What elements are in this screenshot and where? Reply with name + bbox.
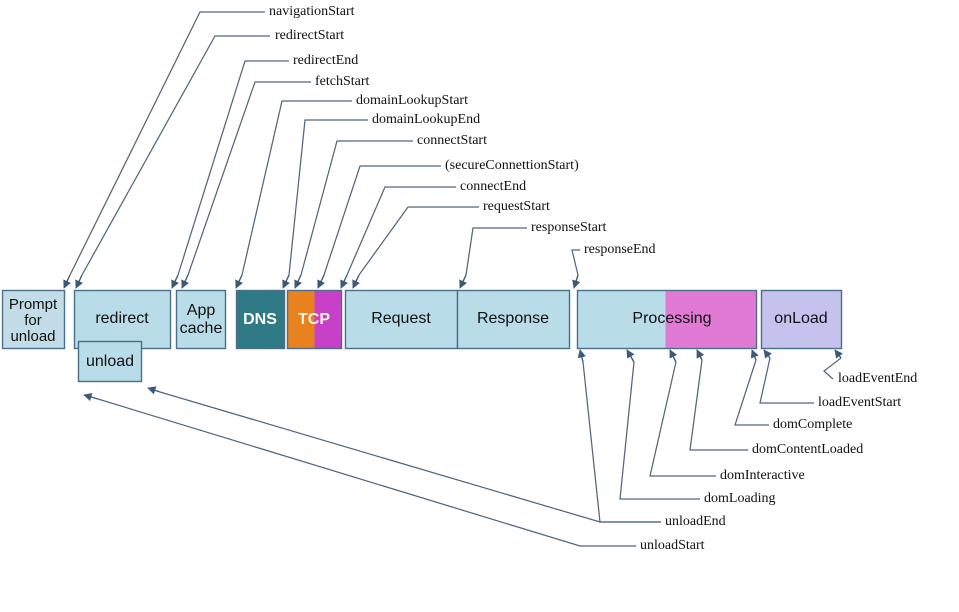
event-label-loadEventStart: loadEventStart xyxy=(818,395,901,410)
event-label-domInteractive: domInteractive xyxy=(720,468,805,483)
phase-tcp-label: TCP xyxy=(298,311,330,328)
event-label-responseStart: responseStart xyxy=(531,220,607,235)
phase-redirect[interactable]: redirect xyxy=(73,289,172,350)
phase-request-label: Request xyxy=(371,310,431,327)
phase-prompt-for-unload-line2: for xyxy=(24,312,42,329)
phase-unload[interactable]: unload xyxy=(77,340,143,383)
event-label-unloadEnd: unloadEnd xyxy=(665,514,726,529)
phase-onload-label: onLoad xyxy=(774,310,827,327)
phase-redirect-label: redirect xyxy=(95,310,149,327)
event-label-requestStart: requestStart xyxy=(483,199,550,214)
event-label-domainLookupStart: domainLookupStart xyxy=(356,93,468,108)
phase-dns[interactable]: DNS xyxy=(235,289,286,350)
phase-tcp[interactable]: TCP xyxy=(286,289,343,350)
event-label-redirectStart: redirectStart xyxy=(275,28,344,43)
phase-prompt-for-unload-line1: Prompt xyxy=(9,296,58,313)
phase-app-cache-line1: App xyxy=(187,302,216,319)
event-label-connectEnd: connectEnd xyxy=(460,179,526,194)
timeline-bar: Prompt for unload redirect unload App ca… xyxy=(1,289,843,383)
event-label-navigationStart: navigationStart xyxy=(269,4,355,19)
phase-response-label: Response xyxy=(477,310,549,327)
phase-prompt-for-unload[interactable]: Prompt for unload xyxy=(1,289,66,350)
phase-app-cache[interactable]: App cache xyxy=(175,289,227,350)
event-label-responseEnd: responseEnd xyxy=(584,242,656,257)
phase-request[interactable]: Request xyxy=(344,289,459,350)
phase-response[interactable]: Response xyxy=(456,289,571,350)
phase-dns-label: DNS xyxy=(243,311,277,328)
event-label-connectStart: connectStart xyxy=(417,133,487,148)
event-label-domainLookupEnd: domainLookupEnd xyxy=(372,112,480,127)
bottom-event-connectors xyxy=(83,349,843,547)
phase-onload[interactable]: onLoad xyxy=(760,289,843,350)
event-label-domContentLoaded: domContentLoaded xyxy=(752,442,863,457)
top-event-connectors xyxy=(63,11,581,289)
phase-app-cache-line2: cache xyxy=(180,320,223,337)
event-label-loadEventEnd: loadEventEnd xyxy=(838,371,917,386)
event-label-secureConnettionStart: (secureConnettionStart) xyxy=(445,158,579,173)
event-label-redirectEnd: redirectEnd xyxy=(293,53,358,68)
top-event-labels: navigationStart redirectStart redirectEn… xyxy=(269,4,656,257)
event-label-unloadStart: unloadStart xyxy=(640,538,705,553)
phase-prompt-for-unload-line3: unload xyxy=(10,328,55,345)
phase-processing[interactable]: Processing xyxy=(576,289,758,350)
phase-unload-label: unload xyxy=(86,353,134,370)
event-label-domComplete: domComplete xyxy=(773,417,852,432)
bottom-event-labels: loadEventEnd loadEventStart domComplete … xyxy=(640,371,917,553)
event-label-fetchStart: fetchStart xyxy=(315,74,370,89)
event-label-domLoading: domLoading xyxy=(704,491,776,506)
phase-processing-label: Processing xyxy=(632,310,711,327)
